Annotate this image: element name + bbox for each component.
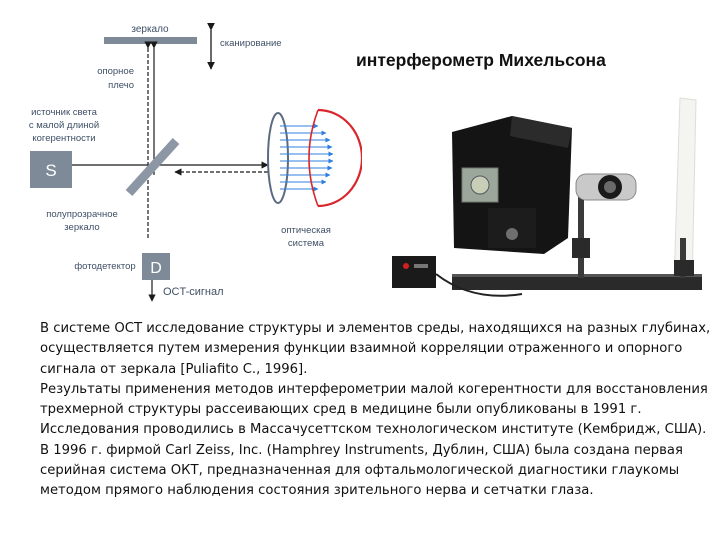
oct-schematic-diagram: зеркало сканирование опорное плечо источ… bbox=[0, 0, 362, 305]
apparatus-illustration bbox=[362, 88, 720, 306]
eye-outline bbox=[318, 110, 362, 206]
controller-box bbox=[392, 256, 436, 288]
light-source-symbol: S bbox=[45, 161, 56, 180]
detector-label: фотодетектор bbox=[74, 261, 135, 272]
description-text: В системе ОСТ исследование структуры и э… bbox=[40, 319, 714, 502]
optics-label-1: оптическая bbox=[281, 225, 331, 236]
source-label-1: источник света bbox=[31, 107, 98, 118]
scan-label: сканирование bbox=[220, 38, 282, 49]
reference-arm-label-2: плечо bbox=[108, 80, 134, 91]
optics-label-2: система bbox=[288, 238, 325, 249]
base-rail bbox=[452, 276, 702, 290]
led-indicator bbox=[403, 263, 409, 269]
splitter-label-2: зеркало bbox=[64, 222, 99, 233]
detector-symbol: D bbox=[150, 260, 162, 277]
source-label-2: с малой длиной bbox=[29, 120, 99, 131]
page-title: интерферометр Михельсона bbox=[356, 50, 606, 71]
signal-label: OCT-сигнал bbox=[163, 286, 224, 298]
mirror-label: зеркало bbox=[131, 24, 169, 35]
reference-mirror bbox=[104, 37, 197, 44]
paragraph-2: Результаты применения методов интерфером… bbox=[40, 380, 714, 502]
reference-arm-label-1: опорное bbox=[97, 66, 134, 77]
eye-cornea bbox=[309, 110, 318, 206]
paragraph-1: В системе ОСТ исследование структуры и э… bbox=[40, 319, 714, 380]
beam-splitter bbox=[129, 141, 176, 193]
source-label-3: когерентности bbox=[32, 133, 95, 144]
splitter-label-1: полупрозрачное bbox=[46, 209, 118, 220]
oct-apparatus-photo bbox=[362, 88, 720, 306]
